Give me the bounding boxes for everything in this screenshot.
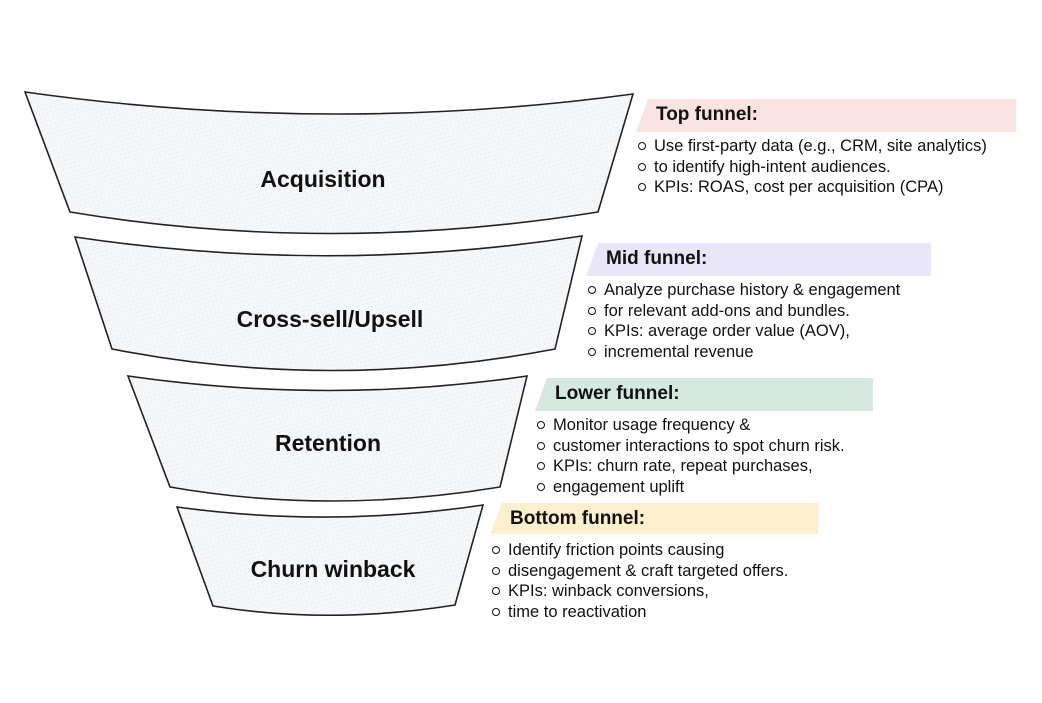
panel-title: Bottom funnel: bbox=[510, 508, 646, 529]
panel-header-background bbox=[586, 243, 931, 276]
bullet-circle-icon bbox=[588, 347, 596, 356]
bullet-item: time to reactivation bbox=[490, 602, 818, 623]
segment-shape bbox=[73, 235, 584, 372]
segment-shape bbox=[126, 375, 529, 502]
bullet-circle-icon bbox=[492, 546, 500, 554]
panel-header-background bbox=[490, 503, 818, 534]
bullet-circle-icon bbox=[537, 482, 545, 491]
panel-bottom-funnel: Bottom funnel: Identify friction points … bbox=[490, 503, 818, 622]
bullet-list: Identify friction points causing disenga… bbox=[490, 540, 818, 622]
bullet-circle-icon bbox=[492, 607, 500, 616]
funnel-segment-cross-sell-upsell: Cross-sell/Upsell bbox=[73, 235, 584, 372]
bullet-circle-icon bbox=[537, 462, 545, 470]
bullet-circle-icon bbox=[638, 183, 646, 191]
stage-label: Acquisition bbox=[260, 166, 385, 192]
funnel-segment-acquisition: Acquisition bbox=[23, 91, 635, 235]
bullet-item: KPIs: churn rate, repeat purchases, bbox=[535, 456, 873, 477]
panel-title: Mid funnel: bbox=[606, 248, 708, 269]
bullet-circle-icon bbox=[492, 587, 500, 595]
bullet-item: Use first-party data (e.g., CRM, site an… bbox=[636, 136, 1016, 157]
panel-header-background bbox=[535, 378, 873, 411]
segment-shape bbox=[23, 91, 635, 235]
panel-title: Top funnel: bbox=[656, 104, 759, 125]
bullet-list: Use first-party data (e.g., CRM, site an… bbox=[636, 136, 1016, 198]
bullet-circle-icon bbox=[492, 566, 500, 575]
panel-header: Bottom funnel: bbox=[490, 503, 818, 536]
segment-shape bbox=[175, 504, 485, 617]
bullet-item: Identify friction points causing bbox=[490, 540, 818, 561]
panel-top-funnel: Top funnel: Use first-party data (e.g., … bbox=[636, 99, 1016, 198]
bullet-circle-icon bbox=[588, 306, 596, 315]
bullet-circle-icon bbox=[588, 286, 596, 294]
bullet-circle-icon bbox=[537, 441, 545, 450]
bullet-item: Monitor usage frequency & bbox=[535, 415, 873, 436]
panel-title: Lower funnel: bbox=[555, 383, 680, 404]
bullet-item: Analyze purchase history & engagement bbox=[586, 280, 931, 301]
bullet-circle-icon bbox=[638, 142, 646, 150]
bullet-item: for relevant add-ons and bundles. bbox=[586, 301, 931, 322]
stage-label: Retention bbox=[275, 430, 381, 456]
panel-header-background bbox=[636, 99, 1016, 132]
bullet-list: Monitor usage frequency & customer inter… bbox=[535, 415, 873, 497]
stage-label: Cross-sell/Upsell bbox=[237, 306, 424, 332]
bullet-item: incremental revenue bbox=[586, 342, 931, 363]
bullet-item: to identify high-intent audiences. bbox=[636, 157, 1016, 178]
panel-header: Lower funnel: bbox=[535, 378, 873, 411]
bullet-circle-icon bbox=[588, 327, 596, 335]
bullet-item: disengagement & craft targeted offers. bbox=[490, 561, 818, 582]
bullet-item: engagement uplift bbox=[535, 477, 873, 498]
panel-header: Mid funnel: bbox=[586, 243, 931, 276]
bullet-item: KPIs: average order value (AOV), bbox=[586, 321, 931, 342]
bullet-item: customer interactions to spot churn risk… bbox=[535, 436, 873, 457]
bullet-item: KPIs: winback conversions, bbox=[490, 581, 818, 602]
bullet-circle-icon bbox=[638, 162, 646, 171]
panel-mid-funnel: Mid funnel: Analyze purchase history & e… bbox=[586, 243, 931, 362]
bullet-circle-icon bbox=[537, 421, 545, 429]
stage-label: Churn winback bbox=[251, 556, 416, 582]
panel-header: Top funnel: bbox=[636, 99, 1016, 132]
bullet-item: KPIs: ROAS, cost per acquisition (CPA) bbox=[636, 177, 1016, 198]
funnel-segment-churn-winback: Churn winback bbox=[175, 504, 485, 617]
funnel-segment-retention: Retention bbox=[126, 375, 529, 502]
bullet-list: Analyze purchase history & engagement fo… bbox=[586, 280, 931, 362]
panel-lower-funnel: Lower funnel: Monitor usage frequency & … bbox=[535, 378, 873, 497]
